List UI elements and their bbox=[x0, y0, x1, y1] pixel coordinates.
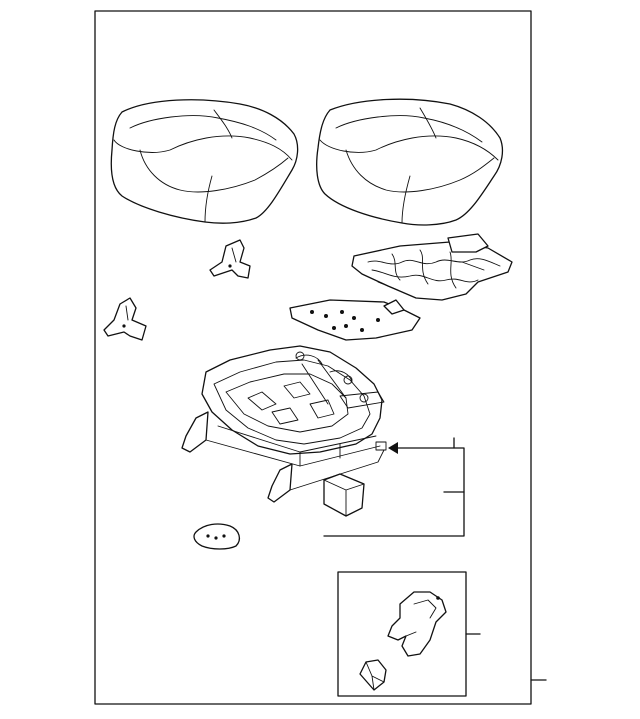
seat-cushion-right bbox=[316, 98, 504, 226]
cushion-support-plate bbox=[289, 299, 421, 341]
diagram-frame bbox=[94, 10, 532, 705]
callout-lines bbox=[323, 437, 547, 681]
knob-cover bbox=[193, 523, 241, 550]
detail-box bbox=[337, 571, 467, 697]
detail-clip bbox=[359, 659, 387, 691]
seat-cushion-left bbox=[110, 99, 299, 224]
detail-bracket bbox=[387, 591, 447, 657]
cushion-bracket-lower bbox=[103, 297, 147, 341]
cushion-bracket-upper bbox=[209, 239, 251, 279]
seat-track-frame bbox=[181, 345, 387, 503]
cushion-heater-pad bbox=[351, 233, 513, 301]
control-module bbox=[323, 473, 365, 517]
